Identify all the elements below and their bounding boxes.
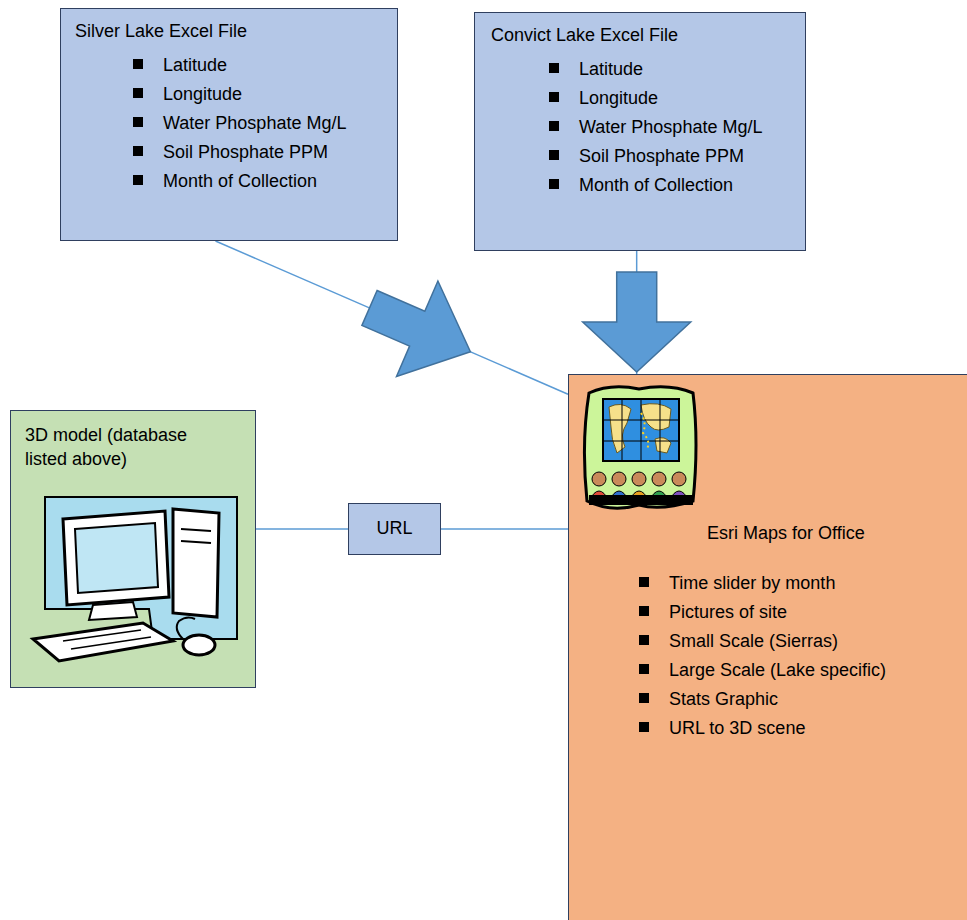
bullet-text: Latitude bbox=[579, 59, 643, 79]
bullet-item: Longitude bbox=[549, 86, 795, 110]
bullet-square bbox=[639, 664, 649, 674]
map-presentation-clipart bbox=[581, 383, 699, 515]
model-box: 3D model (database listed above) bbox=[10, 410, 256, 688]
bullet-square bbox=[133, 146, 143, 156]
bullet-square bbox=[133, 175, 143, 185]
connector-line bbox=[215, 241, 568, 394]
bullet-item: Pictures of site bbox=[639, 600, 959, 624]
bullet-item: Latitude bbox=[133, 53, 387, 77]
application-box: Esri Maps for OfficeTime slider by month… bbox=[568, 374, 967, 920]
bullet-square bbox=[549, 121, 559, 131]
bullet-square bbox=[639, 693, 649, 703]
bullet-text: Soil Phosphate PPM bbox=[163, 142, 328, 162]
bullet-text: Water Phosphate Mg/L bbox=[579, 117, 762, 137]
bullet-list: LatitudeLongitudeWater Phosphate Mg/L Soi… bbox=[549, 57, 795, 197]
bullet-square bbox=[639, 635, 649, 645]
bullet-item: Large Scale (Lake specific) bbox=[639, 658, 959, 682]
bullet-list: LatitudeLongitudeWater Phosphate Mg/L Soi… bbox=[133, 53, 387, 193]
bullet-text: URL to 3D scene bbox=[669, 718, 805, 738]
computer-clipart bbox=[23, 489, 247, 671]
bullet-item: Longitude bbox=[133, 82, 387, 106]
data-file-box: Silver Lake Excel FileLatitudeLongitudeW… bbox=[60, 8, 398, 241]
box-heading: Esri Maps for Office bbox=[707, 521, 959, 545]
bullet-text: Pictures of site bbox=[669, 602, 787, 622]
bullet-text: Longitude bbox=[163, 84, 242, 104]
bullet-text: Large Scale (Lake specific) bbox=[669, 660, 886, 680]
url-box: URL bbox=[348, 503, 441, 555]
bullet-item: Time slider by month bbox=[639, 571, 959, 595]
bullet-text: Soil Phosphate PPM bbox=[579, 146, 744, 166]
connector bbox=[256, 529, 348, 530]
bullet-item: Small Scale (Sierras) bbox=[639, 629, 959, 653]
box-heading: 3D model (database listed above) bbox=[25, 423, 215, 471]
bullet-item: Latitude bbox=[549, 57, 795, 81]
connector-line bbox=[256, 528, 348, 530]
connector-line bbox=[441, 528, 568, 530]
bullet-text: Time slider by month bbox=[669, 573, 835, 593]
bullet-item: URL to 3D scene bbox=[639, 716, 959, 740]
box-heading: Silver Lake Excel File bbox=[75, 19, 387, 43]
block-arrow bbox=[583, 272, 691, 372]
bullet-item: Soil Phosphate PPM bbox=[549, 144, 795, 168]
box-label: URL bbox=[355, 516, 434, 540]
bullet-square bbox=[133, 59, 143, 69]
bullet-text: Month of Collection bbox=[579, 175, 733, 195]
block-arrow bbox=[362, 281, 471, 376]
bullet-item: Water Phosphate Mg/L bbox=[549, 115, 795, 139]
bullet-list: Time slider by monthPictures of siteSmal… bbox=[639, 571, 959, 740]
bullet-item: Month of Collection bbox=[549, 173, 795, 197]
bullet-text: Stats Graphic bbox=[669, 689, 778, 709]
bullet-square bbox=[133, 117, 143, 127]
bullet-square bbox=[549, 150, 559, 160]
bullet-square bbox=[639, 606, 649, 616]
bullet-text: Small Scale (Sierras) bbox=[669, 631, 838, 651]
bullet-square bbox=[549, 92, 559, 102]
bullet-text: Latitude bbox=[163, 55, 227, 75]
bullet-square bbox=[133, 88, 143, 98]
connector bbox=[441, 529, 568, 530]
bullet-text: Water Phosphate Mg/L bbox=[163, 113, 346, 133]
data-file-box: Convict Lake Excel FileLatitudeLongitude… bbox=[474, 12, 806, 251]
bullet-item: Soil Phosphate PPM bbox=[133, 140, 387, 164]
connector bbox=[583, 251, 691, 374]
bullet-square bbox=[549, 179, 559, 189]
bullet-square bbox=[639, 722, 649, 732]
bullet-square bbox=[639, 577, 649, 587]
connector bbox=[215, 241, 568, 394]
bullet-text: Longitude bbox=[579, 88, 658, 108]
bullet-item: Stats Graphic bbox=[639, 687, 959, 711]
bullet-item: Water Phosphate Mg/L bbox=[133, 111, 387, 135]
bullet-square bbox=[549, 63, 559, 73]
bullet-text: Month of Collection bbox=[163, 171, 317, 191]
bullet-item: Month of Collection bbox=[133, 169, 387, 193]
box-heading: Convict Lake Excel File bbox=[491, 23, 795, 47]
